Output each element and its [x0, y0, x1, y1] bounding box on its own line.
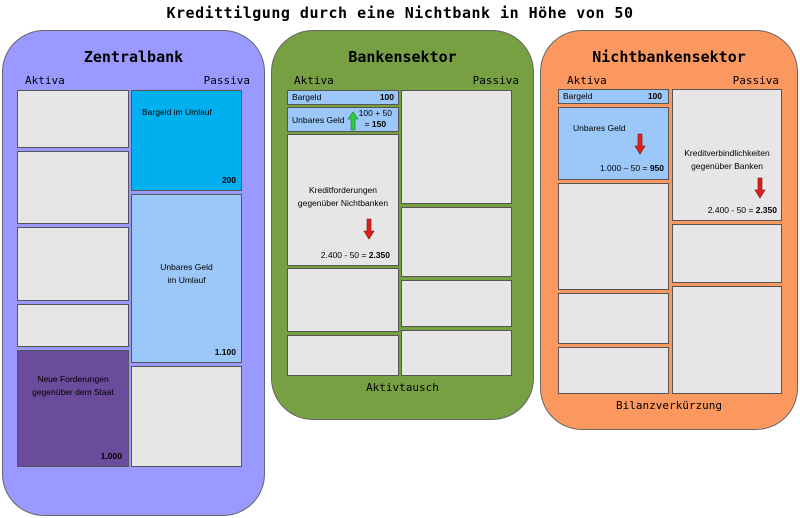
- zentralbank-aktiva-box-4: [17, 304, 129, 347]
- nichtbankensektor-passiva-box-3: [672, 286, 782, 394]
- zentralbank-aktiva-label: Aktiva: [25, 74, 65, 87]
- arrow-down-icon: [634, 133, 646, 155]
- zentralbank-bargeld-value: 200: [221, 174, 236, 185]
- zentralbank-unbares-value: 1.100: [214, 346, 236, 357]
- nichtbankensektor-kredit-result: 2.350: [755, 205, 777, 215]
- nichtbankensektor-title: Nichtbankensektor: [592, 48, 746, 66]
- bankensektor-unbares-calc: 100 + 50: [358, 108, 392, 118]
- bankensektor-kredit-result: 2.350: [368, 250, 390, 260]
- nichtbankensektor-passiva-box-2: [672, 224, 782, 283]
- zentralbank-panel: Zentralbank Aktiva Passiva Neue Forderun…: [2, 30, 265, 516]
- zentralbank-passiva-label: Passiva: [203, 74, 250, 87]
- nichtbankensektor-bargeld-label: Bargeld: [563, 91, 593, 101]
- zentralbank-unbares-box: Unbares Geld im Umlauf 1.100: [131, 194, 242, 363]
- bankensektor-title: Bankensektor: [348, 48, 457, 66]
- bankensektor-aktiva-box-5: [287, 335, 399, 376]
- arrow-down-icon: [363, 218, 375, 240]
- bankensektor-bargeld-value: 100: [379, 92, 394, 102]
- bankensektor-kredit-box: Kreditforderungen gegenüber Nichtbanken …: [287, 134, 399, 266]
- zentralbank-aktiva-box-1: [17, 90, 129, 148]
- bankensektor-unbares-label: Unbares Geld: [292, 115, 345, 125]
- bankensektor-kredit-calc: 2.400 - 50 =: [320, 250, 369, 260]
- zentralbank-unbares-label-1: Unbares Geld: [160, 262, 213, 272]
- bankensektor-passiva-label: Passiva: [472, 74, 519, 87]
- zentralbank-bargeld-label: Bargeld im Umlauf: [142, 107, 212, 117]
- nichtbankensektor-panel: Nichtbankensektor Aktiva Passiva Bargeld…: [540, 30, 798, 430]
- bankensektor-passiva-box-2: [401, 207, 512, 277]
- nichtbankensektor-kredit-label-1: Kreditverbindlichkeiten: [684, 148, 770, 158]
- bankensektor-footer: Aktivtausch: [366, 381, 439, 394]
- bankensektor-panel: Bankensektor Aktiva Passiva Bargeld 100 …: [271, 30, 534, 420]
- nichtbankensektor-bargeld-value: 100: [647, 91, 662, 101]
- zentralbank-aktiva-box-3: [17, 227, 129, 301]
- zentralbank-forderungen-label-1: Neue Forderungen: [37, 374, 109, 384]
- zentralbank-bargeld-box: Bargeld im Umlauf 200: [131, 90, 242, 191]
- arrow-up-icon: [347, 111, 359, 131]
- bankensektor-passiva-box-1: [401, 90, 512, 204]
- nichtbankensektor-aktiva-box-3: [558, 183, 669, 290]
- bankensektor-aktiva-label: Aktiva: [294, 74, 334, 87]
- nichtbankensektor-unbares-box: Unbares Geld 1.000 – 50 = 950: [558, 107, 669, 180]
- nichtbankensektor-aktiva-box-5: [558, 347, 669, 394]
- diagram-title: Kredittilgung durch eine Nichtbank in Hö…: [166, 4, 634, 22]
- bankensektor-kredit-label-1: Kreditforderungen: [308, 185, 378, 195]
- bankensektor-kredit-label-2: gegenüber Nichtbanken: [297, 198, 389, 209]
- zentralbank-unbares-label-2: im Umlauf: [167, 275, 206, 286]
- zentralbank-aktiva-box-2: [17, 151, 129, 224]
- bankensektor-aktiva-box-4: [287, 268, 399, 332]
- nichtbankensektor-kredit-label-2: gegenüber Banken: [691, 161, 763, 172]
- nichtbankensektor-unbares-label: Unbares Geld: [573, 123, 626, 133]
- zentralbank-title: Zentralbank: [83, 48, 184, 66]
- nichtbankensektor-footer: Bilanzverkürzung: [616, 399, 722, 412]
- bankensektor-bargeld-box: Bargeld 100: [287, 90, 399, 105]
- nichtbankensektor-kredit-calc: 2.400 - 50 =: [707, 205, 756, 215]
- zentralbank-forderungen-value: 1.000: [100, 450, 122, 461]
- zentralbank-forderungen-label-2: gegenüber dem Staat: [32, 387, 114, 398]
- bankensektor-passiva-box-3: [401, 280, 512, 327]
- zentralbank-passiva-box-3: [131, 366, 242, 467]
- bankensektor-bargeld-label: Bargeld: [292, 92, 322, 102]
- bankensektor-unbares-eq: =: [364, 119, 372, 130]
- nichtbankensektor-bargeld-box: Bargeld 100: [558, 89, 669, 104]
- nichtbankensektor-aktiva-box-4: [558, 293, 669, 344]
- nichtbankensektor-kredit-box: Kreditverbindlichkeiten gegenüber Banken…: [672, 89, 782, 221]
- bankensektor-unbares-result: 150: [371, 119, 387, 130]
- nichtbankensektor-aktiva-label: Aktiva: [567, 74, 607, 87]
- bankensektor-passiva-box-4: [401, 330, 512, 376]
- nichtbankensektor-unbares-result: 950: [649, 163, 664, 173]
- nichtbankensektor-unbares-calc: 1.000 – 50 =: [599, 163, 650, 173]
- zentralbank-forderungen-box: Neue Forderungen gegenüber dem Staat 1.0…: [17, 350, 129, 467]
- bankensektor-unbares-box: Unbares Geld 100 + 50 = 150: [287, 107, 399, 132]
- nichtbankensektor-passiva-label: Passiva: [732, 74, 779, 87]
- arrow-down-icon: [754, 177, 766, 199]
